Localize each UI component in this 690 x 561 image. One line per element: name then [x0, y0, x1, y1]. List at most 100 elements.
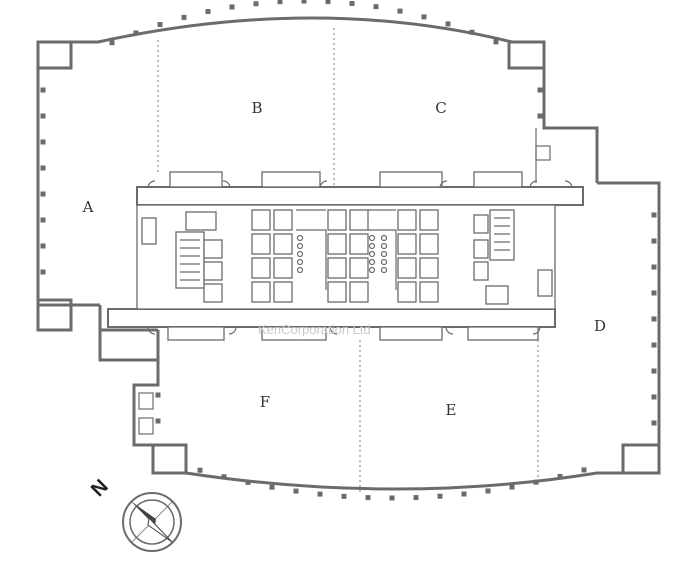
elevator-car: [349, 257, 369, 279]
column-marker: [413, 495, 419, 501]
column-marker: [293, 488, 299, 494]
column-marker: [133, 30, 139, 36]
elevator-car: [273, 281, 293, 303]
column-marker: [537, 87, 543, 93]
column-marker: [349, 0, 355, 6]
toilet-fixture-icon: [380, 258, 388, 266]
column-marker: [197, 467, 203, 473]
column-marker: [157, 22, 163, 28]
column-marker: [325, 0, 331, 5]
column-marker: [40, 191, 46, 197]
toilet-fixture-icon: [380, 266, 388, 274]
column-marker: [485, 488, 491, 494]
elevator-car: [349, 233, 369, 255]
column-marker: [397, 8, 403, 14]
column-marker: [533, 479, 539, 485]
column-marker: [40, 243, 46, 249]
column-marker: [40, 217, 46, 223]
zone-label-d: D: [594, 317, 606, 335]
column-marker: [269, 484, 275, 490]
perimeter-columns: [40, 0, 657, 501]
column-marker: [181, 14, 187, 20]
zone-label-e: E: [446, 401, 457, 419]
elevator-car: [273, 233, 293, 255]
elevator-car: [327, 281, 347, 303]
toilet-fixture-icon: [368, 234, 376, 242]
column-marker: [109, 40, 115, 46]
watermark: KenCorporation Ltd: [258, 322, 371, 337]
column-marker: [155, 392, 161, 398]
zone-label-a: A: [82, 198, 94, 216]
toilet-fixture-icon: [380, 234, 388, 242]
column-marker: [651, 238, 657, 244]
elevator-car: [397, 209, 417, 231]
column-marker: [469, 29, 475, 35]
column-marker: [221, 474, 227, 480]
elevator-car: [349, 281, 369, 303]
elevator-car: [251, 281, 271, 303]
elevator-car: [327, 233, 347, 255]
zone-label-b: B: [251, 99, 262, 117]
column-marker: [445, 21, 451, 27]
toilet-fixture-icon: [368, 266, 376, 274]
zone-label-c: C: [435, 99, 446, 117]
toilet-fixture-icon: [380, 250, 388, 258]
column-marker: [40, 269, 46, 275]
column-marker: [277, 0, 283, 5]
column-marker: [509, 484, 515, 490]
column-marker: [651, 394, 657, 400]
toilet-fixture-icon: [296, 250, 304, 258]
column-marker: [341, 493, 347, 499]
column-marker: [40, 87, 46, 93]
elevator-car: [397, 233, 417, 255]
toilet-fixture-icon: [296, 242, 304, 250]
column-marker: [651, 368, 657, 374]
column-marker: [301, 0, 307, 4]
column-marker: [253, 1, 259, 7]
column-marker: [421, 14, 427, 20]
lower-wing-outline: [98, 181, 661, 491]
compass: [122, 492, 182, 552]
column-marker: [651, 290, 657, 296]
column-marker: [389, 495, 395, 501]
column-marker: [557, 473, 563, 479]
column-marker: [205, 9, 211, 15]
column-marker: [365, 495, 371, 501]
elevator-car: [273, 257, 293, 279]
column-marker: [581, 467, 587, 473]
column-marker: [155, 418, 161, 424]
column-marker: [651, 420, 657, 426]
elevator-car: [397, 257, 417, 279]
column-marker: [651, 342, 657, 348]
elevator-car: [419, 281, 439, 303]
column-marker: [229, 4, 235, 10]
elevator-car: [251, 233, 271, 255]
elevator-car: [327, 209, 347, 231]
toilet-fixture-icon: [368, 250, 376, 258]
elevator-bank: [251, 209, 439, 303]
toilet-fixture-icon: [296, 234, 304, 242]
toilet-fixture-icon: [368, 242, 376, 250]
column-marker: [40, 165, 46, 171]
column-marker: [437, 493, 443, 499]
zone-dividers: [157, 28, 539, 492]
north-label: N: [87, 475, 113, 501]
column-marker: [493, 39, 499, 45]
elevator-car: [397, 281, 417, 303]
column-marker: [245, 479, 251, 485]
elevator-car: [273, 209, 293, 231]
elevator-car: [327, 257, 347, 279]
elevator-car: [419, 257, 439, 279]
column-marker: [651, 264, 657, 270]
column-marker: [40, 113, 46, 119]
elevator-car: [251, 209, 271, 231]
upper-wing-outline: [36, 16, 599, 332]
toilet-fixture-icon: [296, 258, 304, 266]
column-marker: [40, 139, 46, 145]
column-marker: [373, 4, 379, 10]
toilet-fixture-icon: [296, 266, 304, 274]
central-core: [107, 171, 584, 341]
toilet-fixture-icon: [380, 242, 388, 250]
column-marker: [651, 212, 657, 218]
